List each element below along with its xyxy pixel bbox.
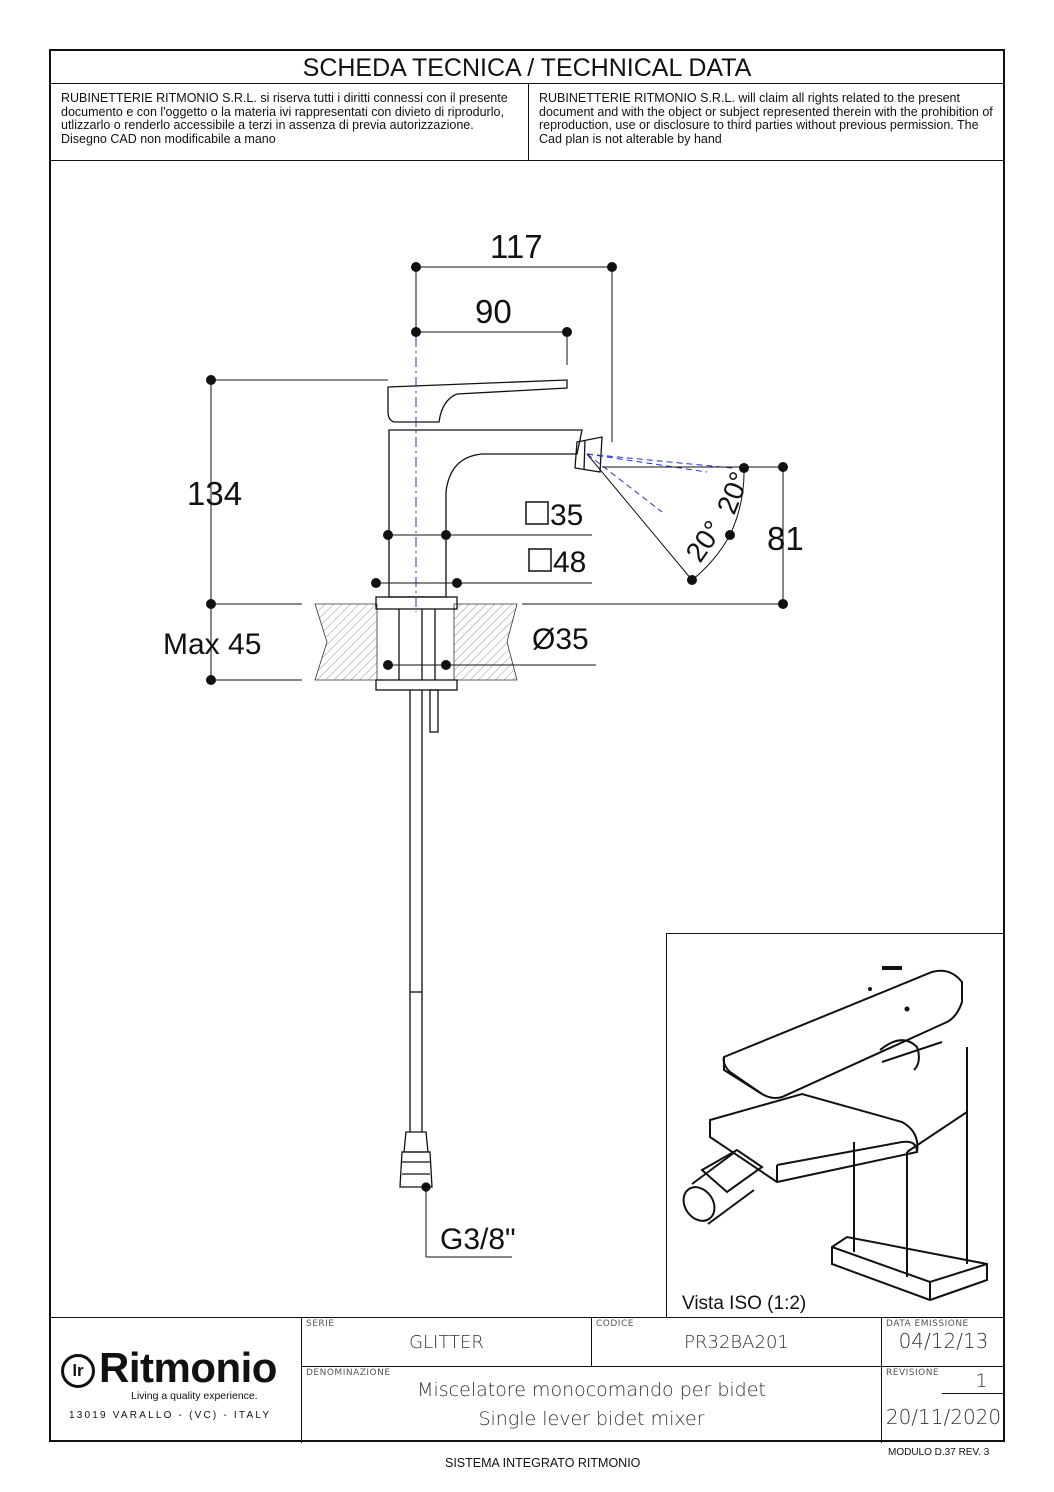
dimension-lines <box>206 262 788 1258</box>
revisione-date: 20/11/2020 <box>885 1405 1002 1429</box>
technical-sheet: SCHEDA TECNICA / TECHNICAL DATA RUBINETT… <box>49 49 1005 1443</box>
codice-label: CODICE <box>596 1319 634 1329</box>
dim-square-48: 48 <box>553 546 586 579</box>
angle-lower: 20° <box>680 515 730 567</box>
denominazione-cell: DENOMINAZIONE Miscelatore monocomando pe… <box>302 1367 882 1443</box>
copyright-notice-it: RUBINETTERIE RITMONIO S.R.L. si riserva … <box>51 84 529 161</box>
thread-size: G3/8" <box>440 1223 516 1256</box>
serie-label: SERIE <box>306 1319 335 1329</box>
square-symbol <box>525 501 549 525</box>
denominazione-en: Single lever bidet mixer <box>478 1408 705 1430</box>
dim-117: 117 <box>490 228 543 265</box>
dim-90: 90 <box>475 293 512 330</box>
sheet-title: SCHEDA TECNICA / TECHNICAL DATA <box>51 51 1003 84</box>
iso-view-caption: Vista ISO (1:2) <box>682 1293 807 1314</box>
revisione-divider <box>942 1393 1005 1394</box>
copyright-notice-en: RUBINETTERIE RITMONIO S.R.L. will claim … <box>529 84 1005 161</box>
mixer-outline <box>375 379 603 1192</box>
logo-wordmark: Ritmonio <box>99 1344 277 1391</box>
revisione-label: REVISIONE <box>886 1368 940 1378</box>
footer-module: MODULO D.37 REV. 3 <box>888 1447 990 1458</box>
revisione-cell: REVISIONE 1 20/11/2020 <box>882 1367 1005 1443</box>
company-address: 13019 VARALLO - (VC) - ITALY <box>69 1410 272 1421</box>
data-emissione-cell: DATA EMISSIONE 04/12/13 <box>882 1318 1005 1367</box>
ritmonio-logo-icon: lr <box>61 1354 95 1388</box>
company-logo: lr Ritmonio Living a quality experience.… <box>51 1318 302 1443</box>
iso-view-frame <box>666 933 1005 1317</box>
serie-cell: SERIE GLITTER <box>302 1318 592 1367</box>
spray-axis <box>586 453 733 513</box>
square-symbol <box>528 548 552 572</box>
logo-engraving <box>882 966 902 970</box>
data-emissione-value: 04/12/13 <box>898 1329 989 1353</box>
revisione-value: 1 <box>975 1370 988 1392</box>
angle-upper: 20° <box>711 467 756 518</box>
lever-dot <box>904 1006 910 1012</box>
technical-drawing: 117 90 134 81 35 48 Ø35 Max 45 20° 20° G… <box>163 228 988 1302</box>
dim-square-35: 35 <box>550 499 583 532</box>
codice-value: PR32BA201 <box>684 1332 789 1353</box>
data-emissione-label: DATA EMISSIONE <box>886 1319 969 1329</box>
codice-cell: CODICE PR32BA201 <box>592 1318 882 1367</box>
dim-134: 134 <box>187 475 242 512</box>
dim-max-45: Max 45 <box>163 628 261 661</box>
denominazione-it: Miscelatore monocomando per bidet <box>417 1379 766 1401</box>
serie-value: GLITTER <box>409 1332 484 1353</box>
countertop-section <box>314 603 518 681</box>
dim-81: 81 <box>767 520 804 557</box>
lever-dot <box>868 987 872 991</box>
footer-system: SISTEMA INTEGRATO RITMONIO <box>445 1456 641 1470</box>
logo-tagline: Living a quality experience. <box>131 1390 258 1402</box>
dim-diameter-35: Ø35 <box>532 623 589 656</box>
iso-view-illustration <box>682 969 988 1302</box>
denominazione-label: DENOMINAZIONE <box>306 1368 391 1378</box>
title-block: lr Ritmonio Living a quality experience.… <box>51 1317 1005 1443</box>
